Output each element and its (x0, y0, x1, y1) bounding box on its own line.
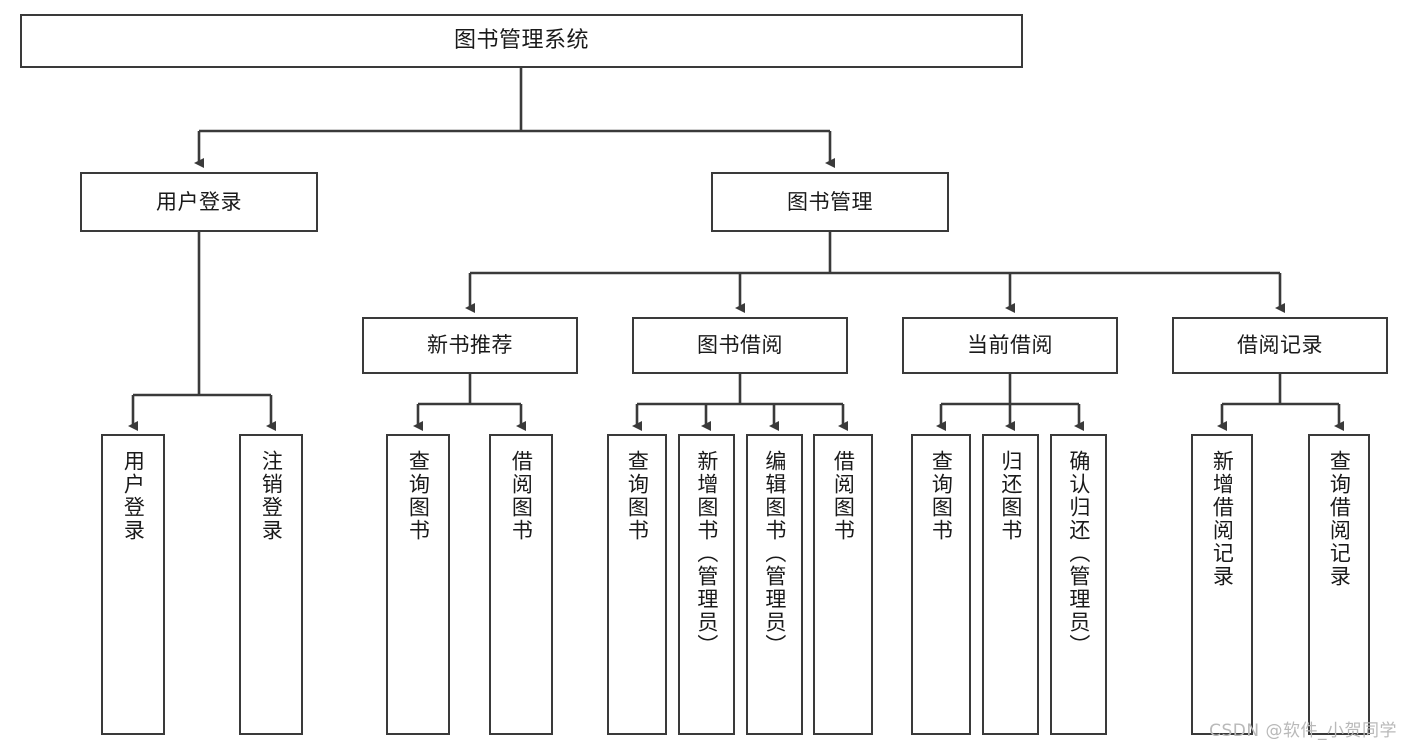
node-leaf-add-record[interactable]: 新增借阅记录 (1191, 434, 1253, 735)
node-leaf-return-book[interactable]: 归还图书 (982, 434, 1039, 735)
node-label: 确认归还（管理员） (1066, 450, 1091, 657)
node-label: 当前借阅 (967, 333, 1053, 358)
node-current-borrow[interactable]: 当前借阅 (902, 317, 1118, 374)
node-leaf-query-book-1[interactable]: 查询图书 (386, 434, 450, 735)
node-book-manage[interactable]: 图书管理 (711, 172, 949, 232)
node-leaf-add-book[interactable]: 新增图书（管理员） (678, 434, 735, 735)
node-user-login[interactable]: 用户登录 (80, 172, 318, 232)
node-leaf-borrow-book-1[interactable]: 借阅图书 (489, 434, 553, 735)
node-label: 新增借阅记录 (1210, 450, 1235, 588)
node-leaf-query-book-3[interactable]: 查询图书 (911, 434, 971, 735)
node-label: 借阅图书 (831, 450, 856, 542)
node-new-book-recommend[interactable]: 新书推荐 (362, 317, 578, 374)
node-leaf-edit-book[interactable]: 编辑图书（管理员） (746, 434, 803, 735)
node-leaf-query-book-2[interactable]: 查询图书 (607, 434, 667, 735)
node-label: 注销登录 (259, 450, 284, 542)
node-label: 编辑图书（管理员） (762, 450, 787, 657)
node-label: 借阅记录 (1237, 333, 1323, 358)
node-label: 查询借阅记录 (1327, 450, 1352, 588)
node-leaf-user-login[interactable]: 用户登录 (101, 434, 165, 735)
node-label: 归还图书 (998, 450, 1023, 542)
node-label: 新增图书（管理员） (694, 450, 719, 657)
node-label: 用户登录 (156, 189, 242, 214)
node-label: 查询图书 (625, 450, 650, 542)
node-label: 新书推荐 (427, 333, 513, 358)
node-leaf-logout-login[interactable]: 注销登录 (239, 434, 303, 735)
node-root-system[interactable]: 图书管理系统 (20, 14, 1023, 68)
node-leaf-borrow-book-2[interactable]: 借阅图书 (813, 434, 873, 735)
node-label: 借阅图书 (509, 450, 534, 542)
node-leaf-confirm-return[interactable]: 确认归还（管理员） (1050, 434, 1107, 735)
node-leaf-query-record[interactable]: 查询借阅记录 (1308, 434, 1370, 735)
node-borrow-record[interactable]: 借阅记录 (1172, 317, 1388, 374)
node-label: 查询图书 (406, 450, 431, 542)
node-label: 图书管理系统 (453, 28, 589, 54)
node-book-borrow[interactable]: 图书借阅 (632, 317, 848, 374)
node-label: 图书借阅 (697, 333, 783, 358)
node-label: 查询图书 (929, 450, 954, 542)
node-label: 图书管理 (787, 189, 873, 214)
node-label: 用户登录 (121, 450, 146, 542)
